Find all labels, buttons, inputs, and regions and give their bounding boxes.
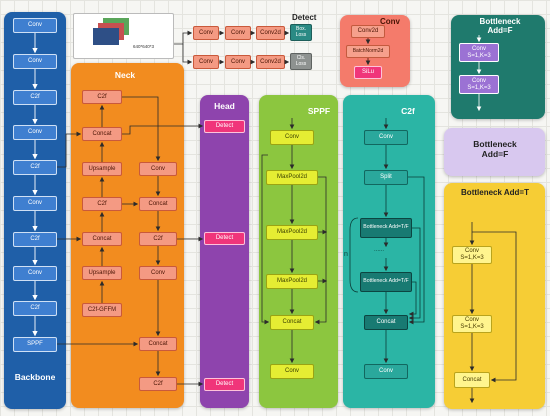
- conv-block-batchnorm2d: BatchNorm2d: [346, 45, 390, 58]
- neck-c2f-1: C2f: [82, 90, 122, 104]
- neck-title: Neck: [114, 70, 136, 80]
- head-detect-3: Detect: [204, 378, 245, 391]
- c2f-title: C2f: [401, 106, 415, 116]
- backbone-conv-1: Conv: [13, 18, 57, 33]
- sppf-maxpool-3: MaxPool2d: [266, 274, 318, 289]
- detect-conv-2a: Conv: [193, 55, 219, 69]
- bottleneck-true-title: Bottleneck Add=T: [461, 188, 529, 197]
- input-image-layer-1: [93, 28, 119, 45]
- bottleneck-false-card: [444, 128, 545, 176]
- sppf-maxpool-2: MaxPool2d: [266, 225, 318, 240]
- sppf-maxpool-1: MaxPool2d: [266, 170, 318, 185]
- box-loss: Box. Loss: [290, 24, 312, 41]
- neck-upsample-2: Upsample: [82, 266, 122, 280]
- backbone-c2f-1: C2f: [13, 90, 57, 105]
- sppf-conv-2: Conv: [270, 364, 314, 379]
- detect-conv-2b: Conv: [225, 55, 251, 69]
- head-panel: [200, 95, 249, 408]
- backbone-c2f-4: C2f: [13, 301, 57, 316]
- neck-c2f-3: C2f: [139, 232, 177, 246]
- bottleneck-false-panel: [451, 15, 545, 119]
- detect-conv2d-1: Conv2d: [256, 26, 285, 40]
- neck-conv-1: Conv: [139, 162, 177, 176]
- c2f-concat: Concat: [364, 315, 408, 330]
- backbone-conv-5: Conv: [13, 266, 57, 281]
- detect-conv-1b: Conv: [225, 26, 251, 40]
- sppf-title: SPPF: [307, 106, 331, 116]
- neck-concat-1: Concat: [82, 127, 122, 141]
- c2f-split: Split: [364, 170, 408, 185]
- head-detect-1: Detect: [204, 120, 245, 133]
- neck-c2f-gffm: C2f-GFFM: [82, 303, 122, 317]
- backbone-title: Backbone: [14, 372, 56, 382]
- bottleneck-false-conv-2: Conv S=1,K=3: [459, 75, 499, 94]
- sppf-conv-1: Conv: [270, 130, 314, 145]
- head-detect-2: Detect: [204, 232, 245, 245]
- detect-conv-1a: Conv: [193, 26, 219, 40]
- conv-block-title: Conv: [380, 17, 400, 26]
- neck-c2f-2: C2f: [82, 197, 122, 211]
- backbone-conv-2: Conv: [13, 54, 57, 69]
- bottleneck-true-concat: Concat: [454, 372, 490, 388]
- detect-top-title: Detect: [292, 13, 317, 22]
- head-title: Head: [214, 101, 235, 111]
- c2f-conv-1: Conv: [364, 130, 408, 145]
- input-caption: 640*640*3: [133, 44, 155, 49]
- cls-loss: Cls. Loss: [290, 53, 312, 70]
- conv-block-conv2d: Conv2d: [351, 25, 385, 38]
- backbone-c2f-3: C2f: [13, 232, 57, 247]
- bottleneck-false-card-title: Bottleneck Add=F: [473, 139, 517, 159]
- backbone-sppf: SPPF: [13, 337, 57, 352]
- bottleneck-false-title: Bottleneck Add=F: [479, 17, 521, 35]
- bottleneck-true-conv-1: Conv S=1,K=3: [452, 246, 492, 264]
- backbone-c2f-2: C2f: [13, 160, 57, 175]
- neck-c2f-4: C2f: [139, 377, 177, 391]
- neck-concat-4: Concat: [139, 337, 177, 351]
- neck-concat-2: Concat: [82, 232, 122, 246]
- bottleneck-false-conv-1: Conv S=1,K=3: [459, 43, 499, 62]
- neck-conv-2: Conv: [139, 266, 177, 280]
- detect-conv2d-2: Conv2d: [256, 55, 285, 69]
- c2f-ellipsis: ......: [374, 247, 385, 253]
- conv-block-silu: SiLu: [354, 66, 382, 79]
- c2f-bottleneck-2: Bottleneck Add=T/F: [360, 272, 412, 292]
- bottleneck-true-conv-2: Conv S=1,K=3: [452, 315, 492, 333]
- c2f-bottleneck-1: Bottleneck Add=T/F: [360, 218, 412, 238]
- backbone-conv-4: Conv: [13, 196, 57, 211]
- neck-concat-3: Concat: [139, 197, 177, 211]
- backbone-conv-3: Conv: [13, 125, 57, 140]
- c2f-conv-2: Conv: [364, 364, 408, 379]
- neck-upsample-1: Upsample: [82, 162, 122, 176]
- sppf-concat: Concat: [270, 315, 314, 330]
- c2f-n-label: n: [344, 251, 348, 258]
